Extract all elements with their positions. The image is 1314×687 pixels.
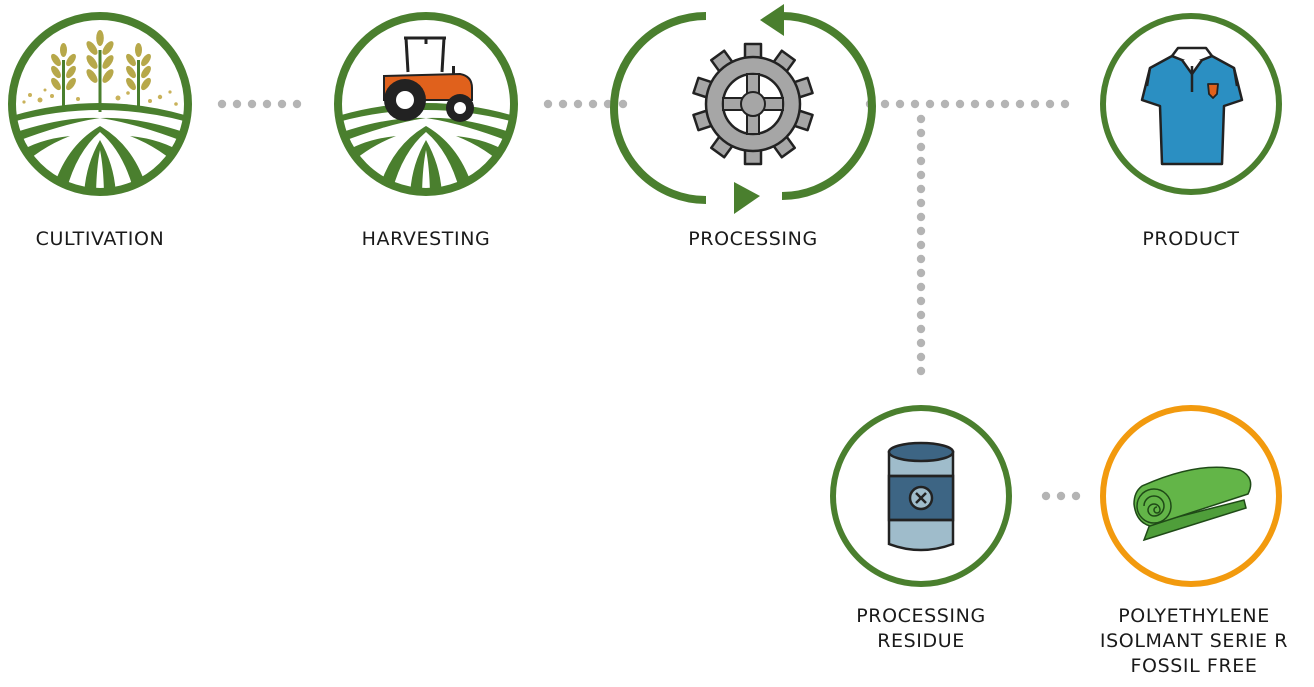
wheat-field-icon — [13, 30, 187, 191]
connector-residue-isolmant — [1041, 491, 1081, 501]
cultivation-label: CULTIVATION — [35, 228, 165, 250]
node-product — [1100, 13, 1282, 195]
processing-label: PROCESSING — [688, 228, 818, 250]
gear-cycle-icon — [692, 42, 814, 166]
isolmant-label: POLYETHYLENE ISOLMANT SERIE R FOSSIL FRE… — [1099, 605, 1289, 677]
arrowhead-top — [760, 4, 784, 36]
node-processing — [610, 4, 876, 214]
node-harvesting — [334, 12, 518, 196]
product-label: PRODUCT — [1142, 228, 1240, 250]
connector-harvesting-processing — [543, 99, 628, 109]
node-isolmant — [1100, 405, 1282, 587]
waste-barrel-icon — [887, 441, 955, 552]
node-cultivation — [8, 12, 192, 196]
node-residue — [830, 405, 1012, 587]
connector-processing-residue — [916, 114, 926, 376]
connector-cultivation-harvesting — [217, 99, 302, 109]
foam-roll-icon — [1133, 466, 1252, 542]
cycle-arrows — [610, 12, 876, 204]
arrowhead-bottom — [734, 182, 760, 214]
residue-label: PROCESSING RESIDUE — [856, 605, 986, 652]
polo-shirt-icon — [1140, 46, 1244, 166]
harvesting-label: HARVESTING — [361, 228, 491, 250]
connector-processing-product — [865, 99, 1070, 109]
